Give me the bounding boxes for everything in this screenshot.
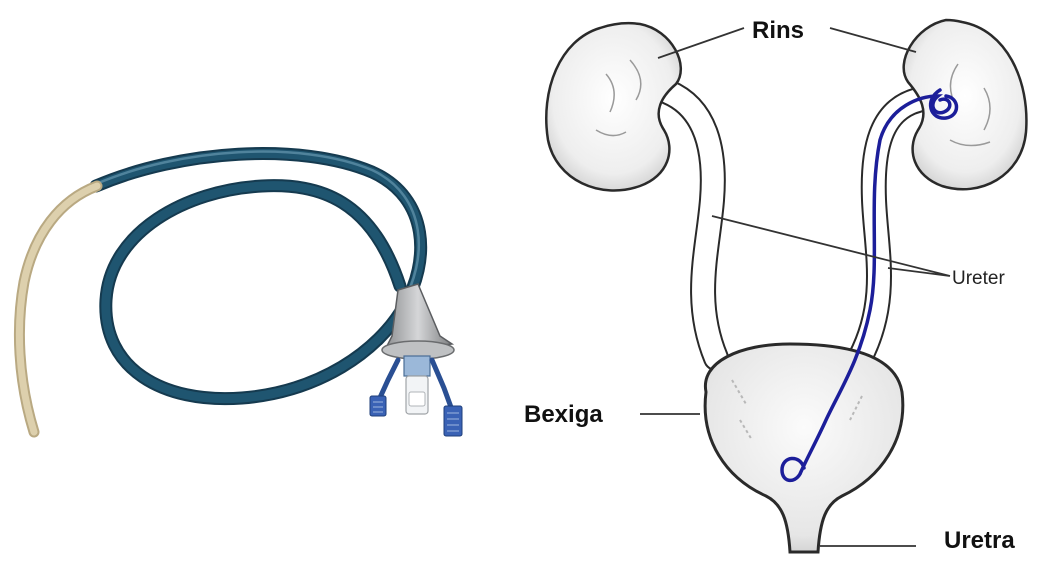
leader-kidneys-right [830,28,916,52]
label-bladder: Bexiga [524,401,603,428]
label-kidneys: Rins [752,17,804,44]
stent-device [19,152,462,436]
stent-tip [19,186,97,432]
stent-tip-fill [19,186,97,432]
stent-coil [96,154,421,399]
label-ureter: Ureter [952,268,1005,289]
label-urethra: Uretra [944,527,1015,554]
stent-connector [382,284,454,414]
kidney-right [904,20,1027,189]
kidney-left [546,23,681,190]
leader-ureter [712,216,950,276]
bladder [705,344,903,552]
